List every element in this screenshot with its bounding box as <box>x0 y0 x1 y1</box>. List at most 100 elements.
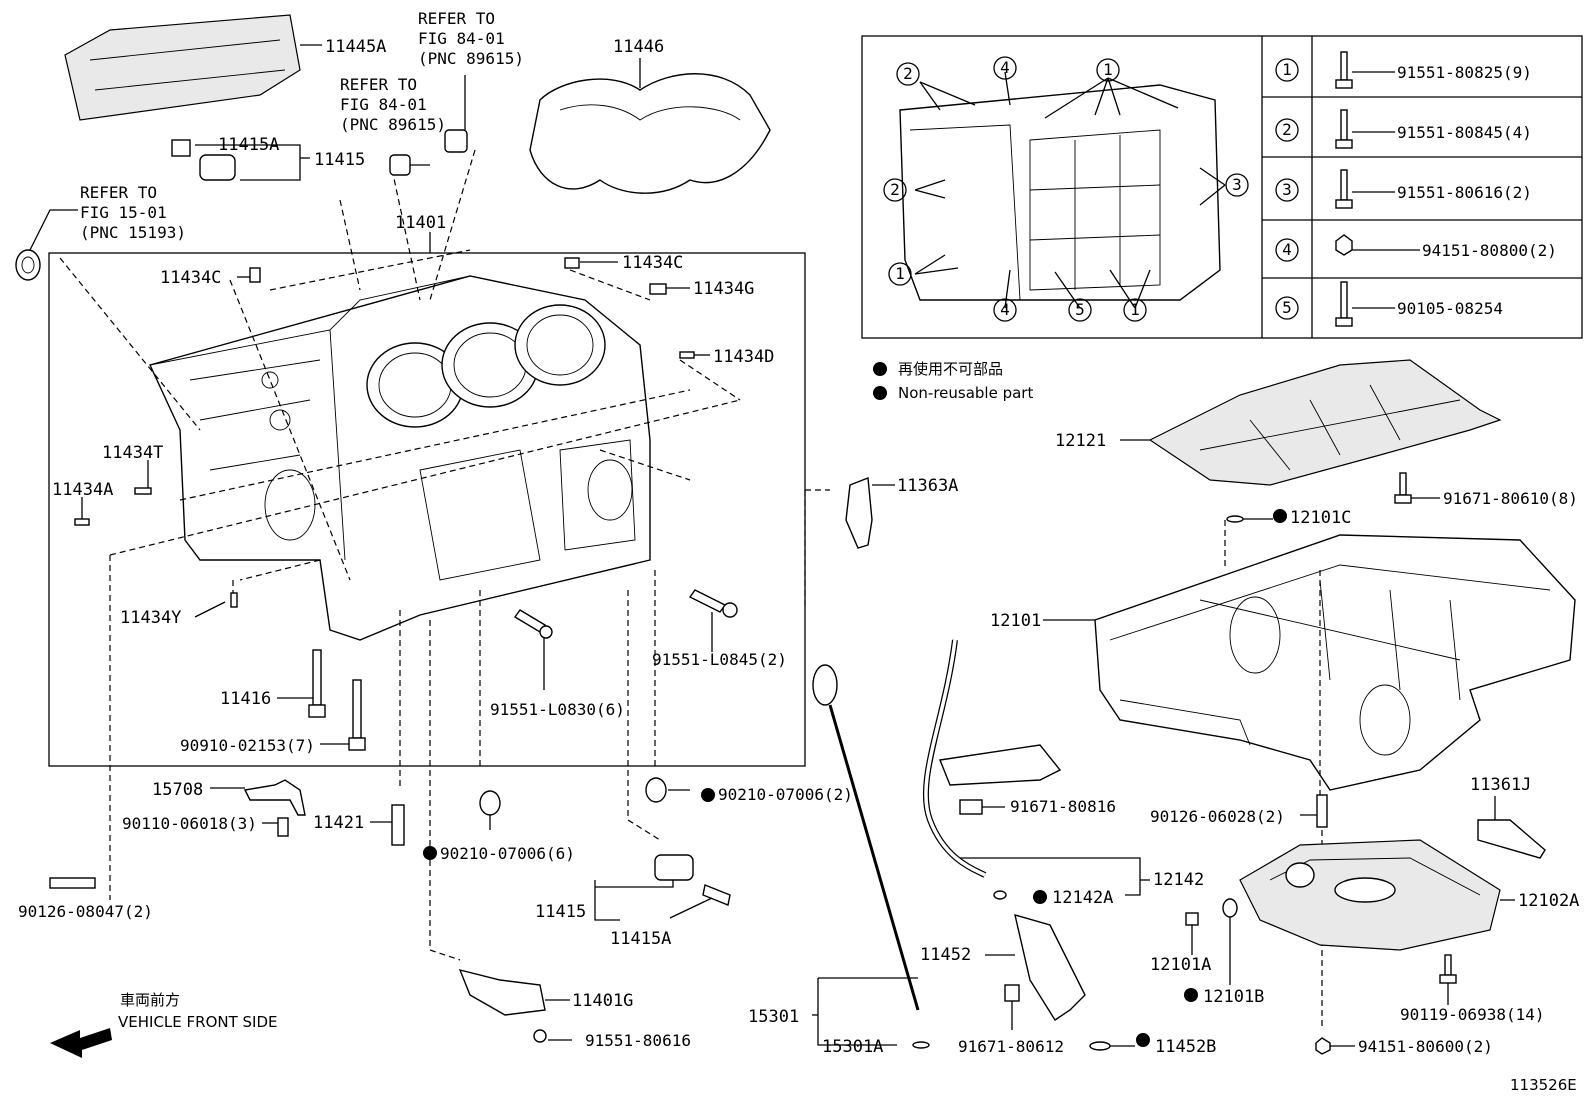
label-11363A: 11363A <box>897 476 958 496</box>
bolt-90119-06938 <box>1315 954 1457 1055</box>
bolt-91671-80610 <box>1394 472 1412 504</box>
label-11446: 11446 <box>613 37 664 57</box>
label-11421: 11421 <box>313 813 364 833</box>
inset-leaders <box>914 71 1226 309</box>
label-90126-06028: 90126-06028(2) <box>1150 807 1285 826</box>
label-12142A: 12142A <box>1052 888 1113 908</box>
vehicle-front-jp: 車両前方 <box>120 991 180 1009</box>
label-94151-80600: 94151-80600(2) <box>1358 1037 1493 1056</box>
bolts-main <box>308 589 738 751</box>
knock-sensor-top <box>171 129 468 181</box>
label-12101C: 12101C <box>1290 508 1351 528</box>
svg-text:2: 2 <box>890 180 900 199</box>
o-ring-12101C <box>1226 515 1244 523</box>
baffle-plate-12121 <box>1148 359 1502 486</box>
refer-labels: REFER TO FIG 84-01 (PNC 89615) REFER TO … <box>80 9 524 242</box>
label-91671-80816: 91671-80816 <box>1010 797 1116 816</box>
insulator-11445A <box>64 14 301 121</box>
table-row-1-part: 91551-80825(9) <box>1397 63 1532 82</box>
bolt-legend-box <box>861 35 1583 339</box>
label-90210-2: 90210-07006(2) <box>718 785 853 804</box>
label-11416: 11416 <box>220 689 271 709</box>
table-row-4-part: 94151-80800(2) <box>1422 241 1557 260</box>
table-row-5-num: 5 <box>1282 298 1292 317</box>
label-12101B: 12101B <box>1203 987 1264 1007</box>
label-11434Y: 11434Y <box>120 608 181 628</box>
refer-3-line-1: REFER TO <box>80 183 157 202</box>
notes: 再使用不可部品 Non-reusable part 車両前方 VEHICLE F… <box>118 360 1577 1094</box>
vehicle-front-arrow-icon <box>50 1028 112 1058</box>
refer-3-line-3: (PNC 15193) <box>80 223 186 242</box>
label-11434C-right: 11434C <box>622 253 683 273</box>
refer-1-line-3: (PNC 89615) <box>418 49 524 68</box>
sensor-11401G <box>458 968 547 1043</box>
label-12121: 12121 <box>1055 431 1106 451</box>
label-91671-80612: 91671-80612 <box>958 1037 1064 1056</box>
label-11434T: 11434T <box>102 443 163 463</box>
cylinder-block-illustration <box>149 275 651 641</box>
label-11452: 11452 <box>920 945 971 965</box>
label-15708: 15708 <box>152 780 203 800</box>
refer-1-line-1: REFER TO <box>418 9 495 28</box>
plate-11361J <box>1477 819 1546 859</box>
refer-2-line-3: (PNC 89615) <box>340 115 446 134</box>
oil-dipstick <box>812 664 930 1049</box>
table-row-3-part: 91551-80616(2) <box>1397 183 1532 202</box>
label-11434C-left: 11434C <box>160 268 221 288</box>
refer-2-line-1: REFER TO <box>340 75 417 94</box>
cylinder-block-frame <box>48 252 806 767</box>
label-11415-top: 11415 <box>314 150 365 170</box>
sensor-11415-bottom <box>654 854 731 906</box>
svg-text:5: 5 <box>1075 300 1085 319</box>
bracket-11363A <box>845 477 873 549</box>
label-12142: 12142 <box>1153 870 1204 890</box>
label-90110: 90110-06018(3) <box>122 814 257 833</box>
svg-text:3: 3 <box>1232 175 1242 194</box>
nonreusable-note-en: Non-reusable part <box>898 384 1033 402</box>
svg-text:1: 1 <box>895 264 905 283</box>
nonreusable-dots <box>423 362 1287 1047</box>
table-row-5-part: 90105-08254 <box>1397 299 1503 318</box>
label-91551-L0830: 91551-L0830(6) <box>490 700 625 719</box>
svg-text:1: 1 <box>1130 300 1140 319</box>
label-11452B: 11452B <box>1155 1037 1216 1057</box>
label-15301: 15301 <box>748 1007 799 1027</box>
label-11445A: 11445A <box>325 37 386 57</box>
inset-callouts: 2 4 1 2 3 1 4 5 1 <box>883 56 1249 322</box>
table-bolt-icons <box>1335 51 1353 327</box>
refer-3-line-2: FIG 15-01 <box>80 203 167 222</box>
label-11361J: 11361J <box>1470 775 1531 795</box>
refer-2-line-2: FIG 84-01 <box>340 95 427 114</box>
oil-pan-lower-12102A <box>1239 839 1501 951</box>
vehicle-front-en: VEHICLE FRONT SIDE <box>118 1013 278 1031</box>
label-90126-08047: 90126-08047(2) <box>18 902 153 921</box>
label-11415-bottom: 11415 <box>535 902 586 922</box>
label-11415A-bottom: 11415A <box>610 929 671 949</box>
label-15301A: 15301A <box>822 1037 883 1057</box>
part-labels: 11445A 11446 11415A 11415 11401 11434C 1… <box>18 37 1579 1057</box>
label-90910: 90910-02153(7) <box>180 736 315 755</box>
refer-1-line-2: FIG 84-01 <box>418 29 505 48</box>
svg-text:1: 1 <box>1103 60 1113 79</box>
label-11434G: 11434G <box>693 279 754 299</box>
label-91671-80610: 91671-80610(8) <box>1443 489 1578 508</box>
gasket-11446 <box>529 73 771 194</box>
label-11401G: 11401G <box>572 991 633 1011</box>
table-row-4-num: 4 <box>1282 240 1292 259</box>
table-row-2-num: 2 <box>1282 120 1292 139</box>
diagram-id: 113526E <box>1510 1076 1577 1094</box>
table-row-2-part: 91551-80845(4) <box>1397 123 1532 142</box>
table-row-3-num: 3 <box>1282 180 1292 199</box>
nonreusable-note-jp: 再使用不可部品 <box>898 360 1003 378</box>
label-91551-L0845: 91551-L0845(2) <box>652 650 787 669</box>
label-11434A: 11434A <box>52 480 113 500</box>
label-11401: 11401 <box>395 213 446 233</box>
stud-90126-06028 <box>1316 794 1328 828</box>
label-90119: 90119-06938(14) <box>1400 1005 1545 1024</box>
oil-seal <box>15 249 41 281</box>
oil-strainer-11452 <box>1004 914 1111 1051</box>
drain-plug-12101A <box>1185 898 1238 926</box>
label-12102A: 12102A <box>1518 891 1579 911</box>
svg-text:2: 2 <box>903 64 913 83</box>
